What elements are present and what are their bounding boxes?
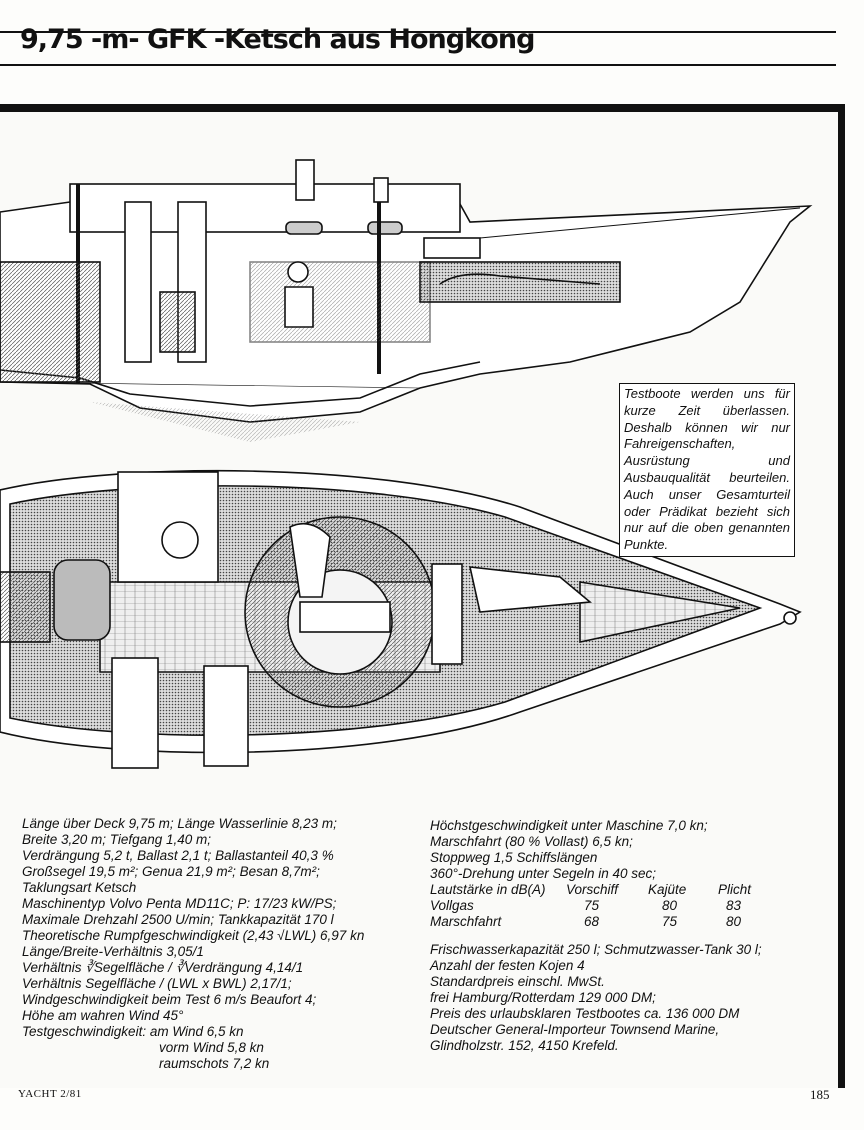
spec-line: Glindholzstr. 152, 4150 Krefeld. <box>430 1038 619 1053</box>
title-rule-top <box>0 31 836 33</box>
spec-line: Länge über Deck 9,75 m; Länge Wasserlini… <box>22 816 337 831</box>
table-cell: 80 <box>726 914 742 929</box>
spec-line: Maschinentyp Volvo Penta MD11C; P: 17/23… <box>22 896 337 911</box>
table-header-row: Lautstärke in dB(A) Vorschiff Kajüte Pli… <box>430 882 751 898</box>
table-cell: Vollgas <box>430 898 474 913</box>
table-cell: 80 <box>662 898 678 913</box>
table-header: Kajüte <box>648 882 687 897</box>
spec-line: frei Hamburg/Rotterdam 129 000 DM; <box>430 990 656 1005</box>
specs-right-column: Höchstgeschwindigkeit unter Maschine 7,0… <box>430 818 762 1054</box>
table-cell: 75 <box>584 898 600 913</box>
spec-line: Deutscher General-Importeur Townsend Mar… <box>430 1022 720 1037</box>
spec-line: Maximale Drehzahl 2500 U/min; Tankkapazi… <box>22 912 334 927</box>
magazine-issue: YACHT 2/81 <box>18 1088 82 1100</box>
spec-line: Verhältnis Segelfläche / (LWL x BWL) 2,1… <box>22 976 292 991</box>
page-number: 185 <box>810 1087 830 1102</box>
spec-line: Verdrängung 5,2 t, Ballast 2,1 t; Ballas… <box>22 848 334 863</box>
table-cell: Marschfahrt <box>430 914 502 929</box>
spec-line: 360°-Drehung unter Segeln in 40 sec; <box>430 866 657 881</box>
table-header: Lautstärke in dB(A) <box>430 882 546 897</box>
spec-line-indented: raumschots 7,2 kn <box>159 1056 270 1071</box>
spec-line: Standardpreis einschl. MwSt. <box>430 974 605 989</box>
spec-line: Theoretische Rumpfgeschwindigkeit (2,43 … <box>22 928 365 943</box>
table-header: Vorschiff <box>566 882 619 897</box>
spec-line: Preis des urlaubsklaren Testbootes ca. 1… <box>430 1006 740 1021</box>
table-cell: 83 <box>726 898 742 913</box>
spec-line: Marschfahrt (80 % Vollast) 6,5 kn; <box>430 834 633 849</box>
boat-drawing <box>0 159 813 769</box>
spec-line: Verhältnis ∛Segelfläche / ∛Verdrängung 4… <box>22 960 304 975</box>
page-title: 9,75 -m- GFK -Ketsch aus Hongkong <box>20 24 535 55</box>
noise-level-table: Lautstärke in dB(A) Vorschiff Kajüte Pli… <box>430 882 751 930</box>
table-cell: 75 <box>662 914 678 929</box>
table-header: Plicht <box>718 882 752 897</box>
spec-line: Taklungsart Ketsch <box>22 880 137 895</box>
spec-line: Höchstgeschwindigkeit unter Maschine 7,0… <box>430 818 708 833</box>
spec-line: Stoppweg 1,5 Schiffslängen <box>430 850 598 865</box>
spacer <box>430 930 762 942</box>
spec-line: Windgeschwindigkeit beim Test 6 m/s Beau… <box>22 992 317 1007</box>
spec-line: Testgeschwindigkeit: am Wind 6,5 kn <box>22 1024 244 1039</box>
spec-line: Länge/Breite-Verhältnis 3,05/1 <box>22 944 204 959</box>
table-row: Marschfahrt 68 75 80 <box>430 914 751 930</box>
title-rule-bottom <box>0 64 836 66</box>
spec-line: Breite 3,20 m; Tiefgang 1,40 m; <box>22 832 211 847</box>
test-disclaimer-box: Testboote werden uns für kurze Zeit über… <box>619 383 795 557</box>
spec-line: Anzahl der festen Kojen 4 <box>430 958 585 973</box>
spec-line: Großsegel 19,5 m²; Genua 21,9 m²; Besan … <box>22 864 320 879</box>
side-profile <box>0 159 813 442</box>
spec-line-indented: vorm Wind 5,8 kn <box>159 1040 264 1055</box>
spec-line: Höhe am wahren Wind 45° <box>22 1008 184 1023</box>
specs-panel <box>0 806 838 1070</box>
specs-left-column: Länge über Deck 9,75 m; Länge Wasserlini… <box>22 816 364 1072</box>
table-cell: 68 <box>584 914 600 929</box>
spec-line: Frischwasserkapazität 250 l; Schmutzwass… <box>430 942 762 957</box>
plan-view <box>0 469 802 769</box>
table-row: Vollgas 75 80 83 <box>430 898 751 914</box>
